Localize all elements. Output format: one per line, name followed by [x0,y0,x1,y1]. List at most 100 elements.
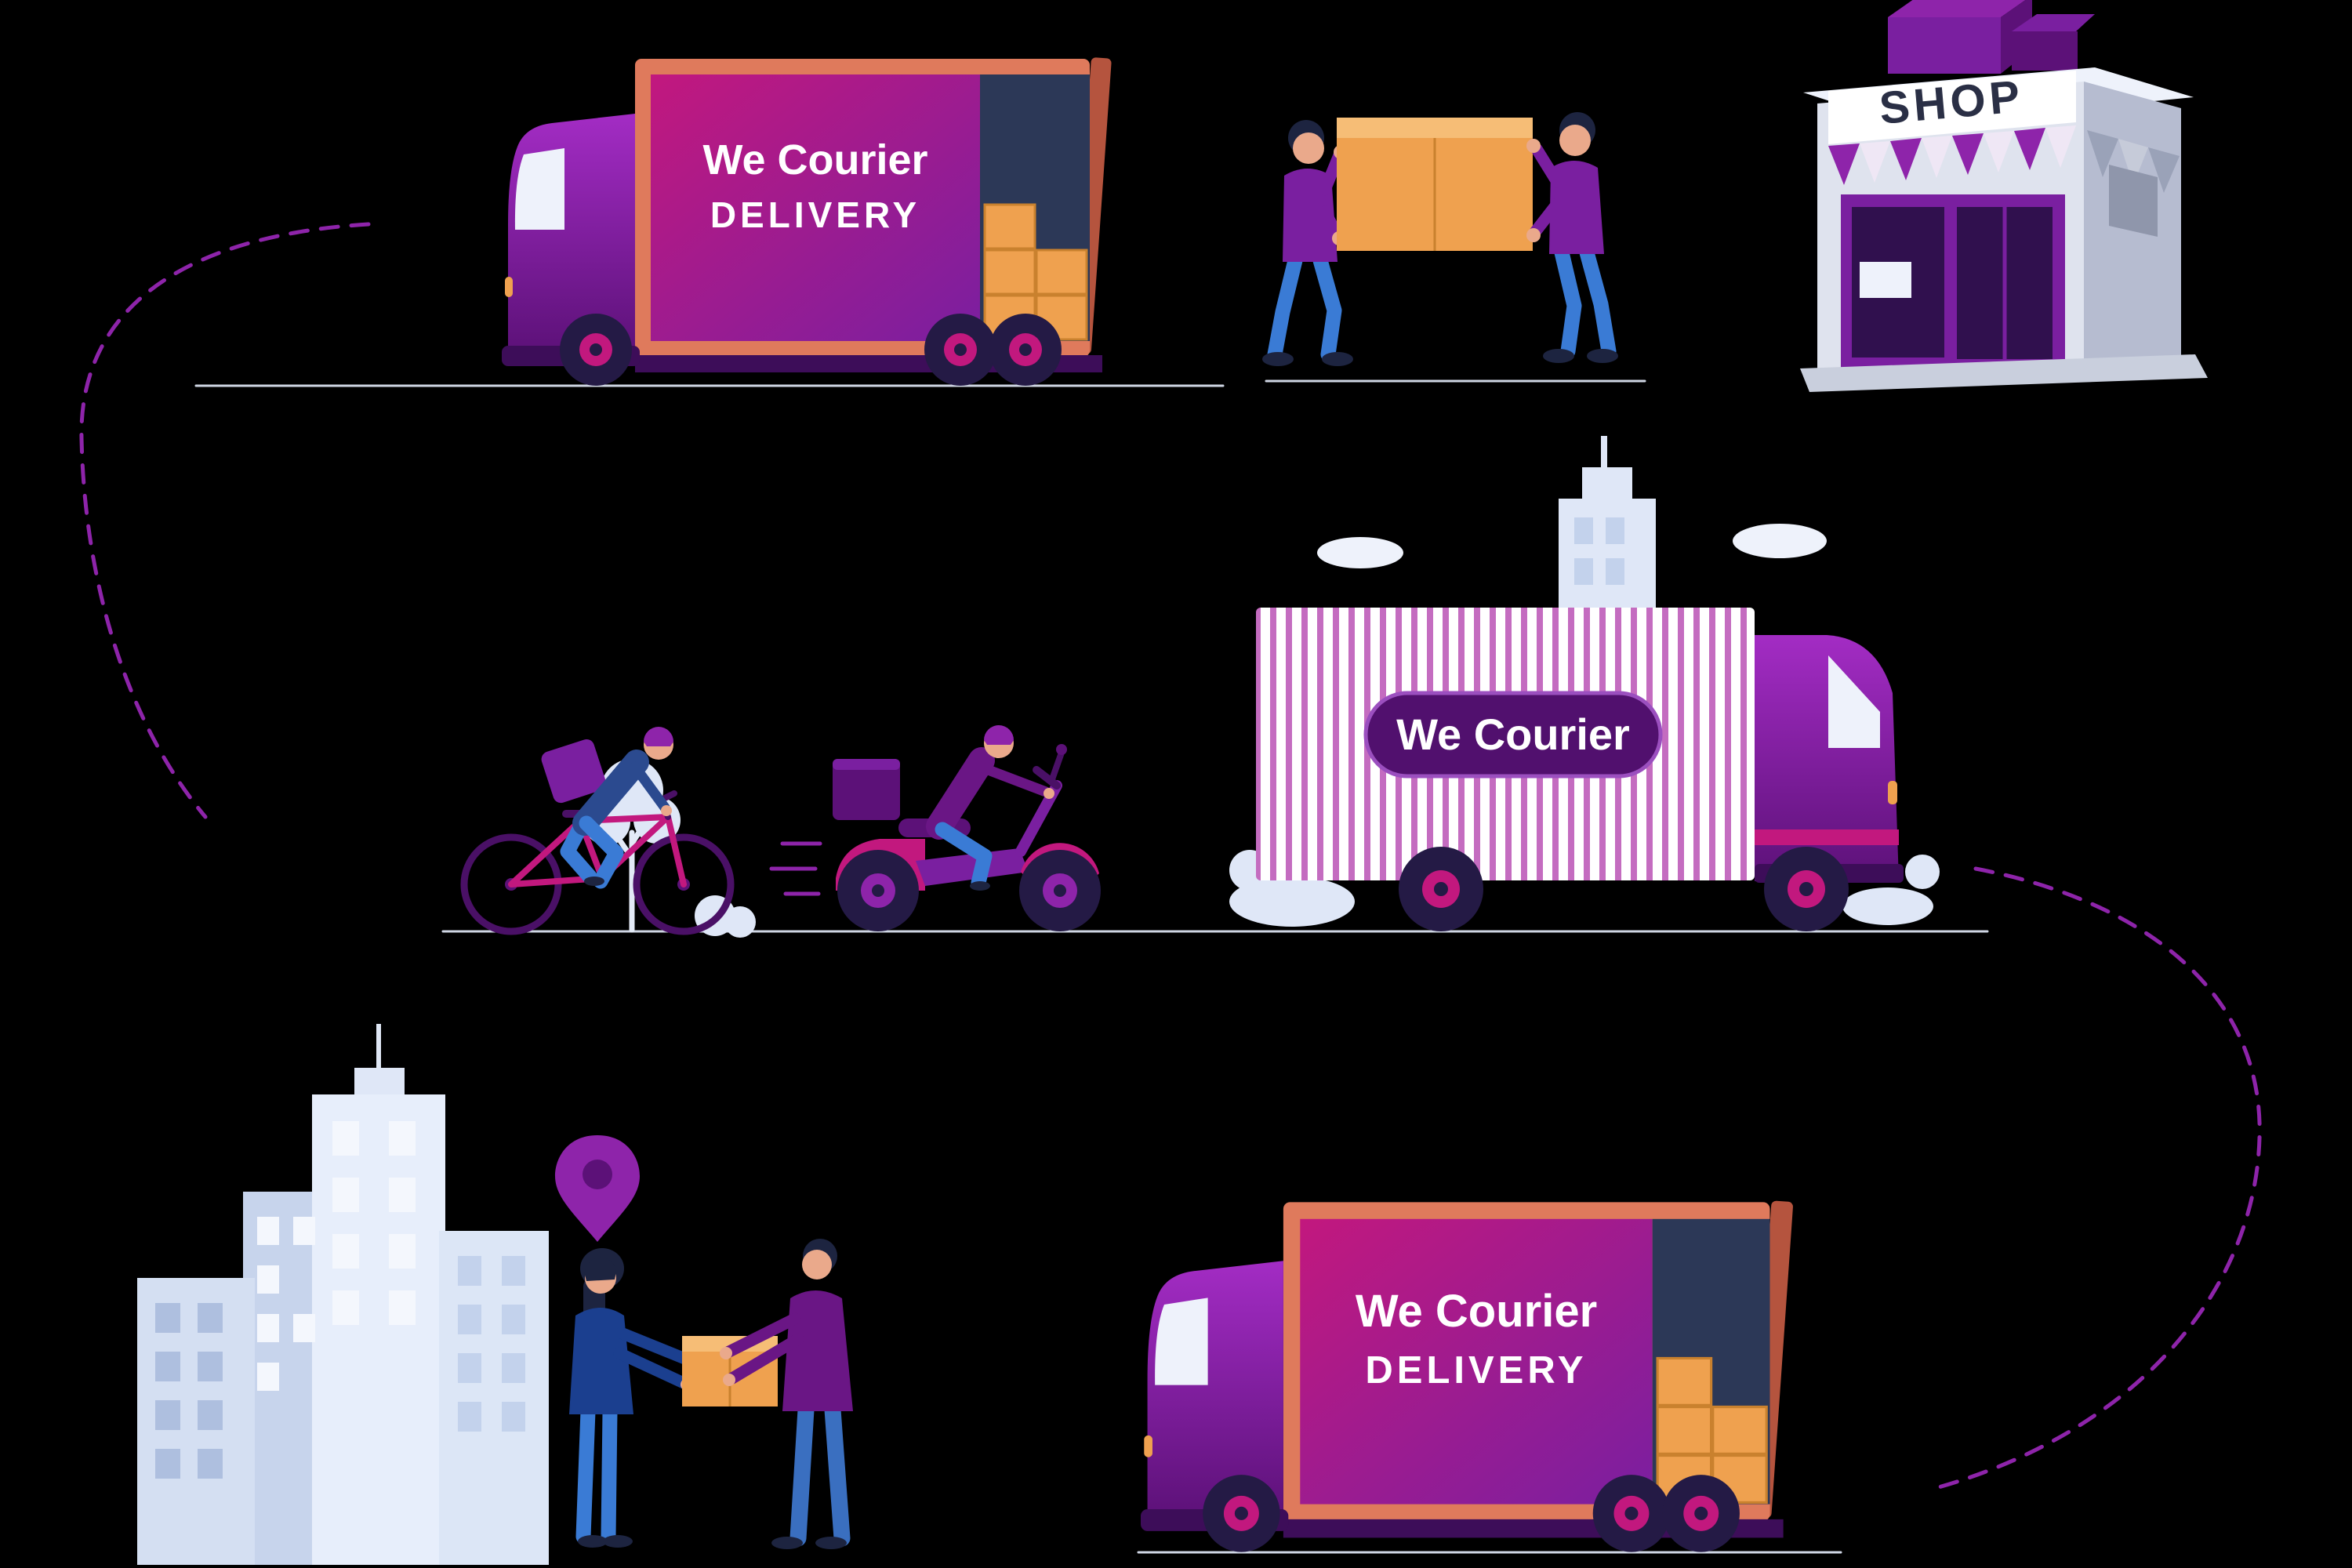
arm [975,761,1051,797]
cloud [1733,524,1827,558]
tower-windows [1574,517,1624,585]
helmet-icon [984,725,1014,745]
brand-badge [1363,691,1663,779]
shop-sign-text: SHOP [1878,71,2026,134]
tower-antenna [1601,436,1607,469]
package-box [1337,118,1533,251]
roof-crate-front [1888,17,2001,74]
roof-crate2-top [2012,14,2095,31]
shop-building: SHOP [1800,0,2208,392]
shoe [578,1535,608,1548]
shoe [584,877,604,886]
delivery-truck-top: We Courier DELIVERY [194,56,1225,387]
badge-text: We Courier [1396,710,1630,759]
route-path-left [79,222,371,819]
window-sign [1860,262,1911,298]
arm [723,1312,801,1358]
base-platform [1800,354,2208,392]
worker-left [1262,120,1353,366]
fringe [584,1257,616,1281]
sign-board [1828,71,2076,144]
building [439,1231,549,1565]
wheel-icon [1764,847,1849,931]
tower-cap [1582,467,1632,500]
leg [1554,245,1582,359]
hand [1526,228,1541,242]
leg [1267,252,1303,362]
wheel-icon [1399,847,1483,931]
delivery-truck-bottom: We Courier DELIVERY [1137,1199,1842,1554]
tower-cap [354,1068,405,1094]
box-lid [1337,118,1533,138]
shoe [970,881,990,891]
leg [935,822,993,891]
bush [724,906,756,938]
head [802,1250,832,1279]
building-windows [332,1121,416,1325]
side-awning [2087,130,2180,193]
mirror-stem [1049,750,1065,782]
mirror [1056,744,1067,755]
dust-cloud [1229,877,1355,927]
bike-wheel [460,833,562,935]
helmet-icon [644,727,673,746]
arm [615,1327,693,1366]
truck-brand-text: We Courier [1356,1286,1597,1337]
truck-delivery-text: DELIVERY [1365,1349,1587,1392]
arm [1319,205,1344,241]
torso [782,1290,853,1411]
worker-right [1526,112,1618,363]
footboard [916,848,1029,886]
recipient-woman [569,1248,696,1548]
handlebar [1033,766,1061,789]
city-skyline [137,1024,549,1565]
head [1559,125,1591,156]
leg [789,1401,815,1547]
side-window [2109,165,2158,237]
shoe [815,1537,847,1549]
route-path-right [1928,866,2262,1492]
building [137,1278,255,1565]
package-handoff [569,1239,853,1549]
hand [1526,139,1541,153]
workers-carrying-box [1262,112,1646,383]
building-windows [257,1217,315,1391]
leg [601,1403,618,1544]
truck-delivery-text: DELIVERY [710,194,920,235]
arm [1529,198,1563,238]
hand [723,1374,735,1386]
cargo-box [833,759,900,820]
backpack [541,739,606,804]
building [312,1094,445,1565]
arm [613,1347,690,1389]
scooter-courier [769,725,1101,931]
torso [926,747,995,840]
torso [572,750,649,836]
shoe [603,1535,633,1548]
leg [1579,245,1617,359]
shoe [1587,349,1618,363]
roof-crate-top [1888,0,2026,17]
bike-wheel [633,833,735,935]
side-awning [2118,139,2148,185]
hand [661,805,672,816]
building-windows [155,1303,223,1479]
leg [824,1401,851,1547]
windshield [1828,655,1880,748]
cargo-box-lid [833,759,900,770]
hand [1044,788,1054,799]
hand [720,1347,732,1359]
dust-cloud [1905,855,1940,889]
dust-cloud [1842,887,1933,925]
arm [726,1333,804,1385]
awning-stripes-purple [1828,128,2045,185]
courier-man [720,1239,853,1549]
wheel-icon [837,850,919,931]
roof-crate2-front [2012,31,2078,71]
arm [1530,143,1563,188]
truck-brand-text: We Courier [702,136,927,183]
building-windows [458,1256,525,1432]
leg [1312,252,1342,362]
